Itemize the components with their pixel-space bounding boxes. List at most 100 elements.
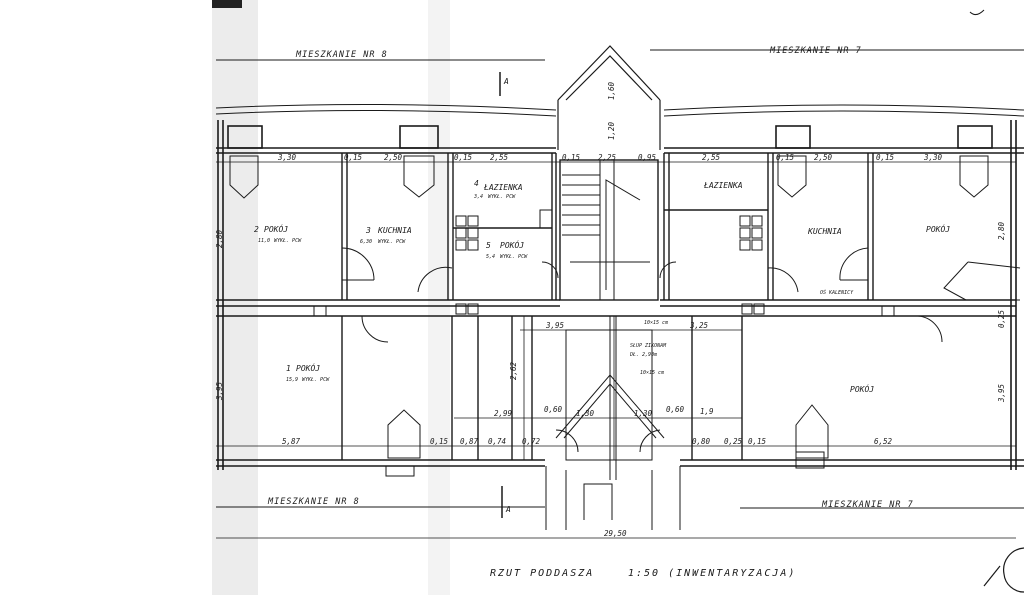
drawing-title: RZUT PODDASZA xyxy=(490,568,594,579)
room-3-number: 3 xyxy=(365,226,371,235)
dim-bottom-9: 6,52 xyxy=(874,437,893,446)
room-3-floor: WYKŁ. PCW xyxy=(378,239,406,245)
dim-mid-1: 3,95 xyxy=(545,321,565,330)
dim-mid-9: 2,62 xyxy=(509,361,518,380)
right-balcony-label: OŚ KALENICY xyxy=(820,289,854,296)
room-4-floor: WYKŁ. PCW xyxy=(488,194,516,200)
dormers-bottom xyxy=(387,404,829,459)
room-5-label: 5 POKÓJ 5,4 WYKŁ. PCW xyxy=(486,239,528,260)
right-bath-label: ŁAZIENKA xyxy=(703,181,743,190)
room-1-name: POKÓJ xyxy=(296,362,320,373)
dim-bottom-8: 0,15 xyxy=(748,437,767,446)
right-room-big-label: POKÓJ xyxy=(850,383,874,394)
header-mieszkanie-7-top: MIESZKANIE NR 7 xyxy=(769,46,862,56)
dim-top-5: 2,55 xyxy=(490,153,509,162)
header-lines xyxy=(216,49,1024,509)
ventilation-shafts xyxy=(313,209,895,477)
room-3-label: 3 KUCHNIA 6,30 WYKŁ. PCW xyxy=(360,226,412,245)
doors xyxy=(341,247,943,453)
dim-right-1: 2,80 xyxy=(997,221,1006,240)
dim-left-2: 3,95 xyxy=(215,381,224,401)
dims-middle: 3,95 3,25 2,99 1,30 1,30 0,60 0,60 1,9 2… xyxy=(494,321,714,418)
note-column: SŁUP ZIKONAM xyxy=(630,343,667,349)
room-2-number: 2 xyxy=(254,225,259,234)
room-4-area: 3,4 xyxy=(473,194,483,200)
room-1-label: 1 POKÓJ 15,9 WYKŁ. PCW xyxy=(286,362,330,383)
exterior-walls xyxy=(216,120,1024,470)
corner-mark xyxy=(969,9,985,16)
right-kitchen-label: KUCHNIA xyxy=(807,227,842,236)
dim-bottom-1: 5,87 xyxy=(282,437,301,446)
room-2-area: 11,0 xyxy=(258,238,270,244)
dim-top-4: 0,15 xyxy=(454,153,473,162)
dim-top-1: 3,30 xyxy=(277,153,297,162)
dim-total: 29,50 xyxy=(604,529,627,538)
dim-mid-3: 2,99 xyxy=(494,409,513,418)
staircase xyxy=(545,159,681,530)
dim-top-3: 2,50 xyxy=(384,153,403,162)
dim-top-13: 3,30 xyxy=(923,153,943,162)
room-2-label: 2 POKÓJ 11,0 WYKŁ. PCW xyxy=(254,223,302,244)
dim-mid-7: 0,60 xyxy=(666,405,685,414)
dim-bottom-6: 0,80 xyxy=(692,437,711,446)
top-eave xyxy=(215,103,1024,117)
section-mark-bottom-label: A xyxy=(505,505,511,514)
room-3-area: 6,30 xyxy=(360,239,372,245)
room-5-name: POKÓJ xyxy=(500,239,524,250)
dim-mid-6: 0,60 xyxy=(544,405,563,414)
dormers-top xyxy=(229,155,989,199)
dim-mid-4: 1,30 xyxy=(576,409,595,418)
header-mieszkanie-7-bottom: MIESZKANIE NR 7 xyxy=(821,500,914,510)
partitions-right xyxy=(663,153,874,460)
dim-top-7: 2,25 xyxy=(598,153,617,162)
note-beam-2: 10×15 cm xyxy=(640,370,664,376)
right-room-top-label: POKÓJ xyxy=(926,223,950,234)
dim-top-2: 0,15 xyxy=(344,153,363,162)
room-2-name: POKÓJ xyxy=(264,223,288,234)
dim-right-2: 3,95 xyxy=(997,383,1006,403)
dim-right-3: 0,25 xyxy=(997,309,1006,328)
dim-top-8: 0,95 xyxy=(638,153,657,162)
scan-edge-mark xyxy=(212,0,242,8)
dim-top-12: 0,15 xyxy=(876,153,895,162)
scan-shadow-band xyxy=(212,0,258,595)
room-5-floor: WYKŁ. PCW xyxy=(500,254,528,260)
dim-mid-2: 3,25 xyxy=(689,321,709,330)
dim-bottom-2: 0,15 xyxy=(430,437,449,446)
dim-top-9: 2,55 xyxy=(702,153,721,162)
room-2-floor: WYKŁ. PCW xyxy=(274,238,302,244)
room-1-floor: WYKŁ. PCW xyxy=(302,377,330,383)
dim-top-10: 0,15 xyxy=(776,153,795,162)
section-mark-top-label: A xyxy=(503,77,509,86)
room-4-name: ŁAZIENKA xyxy=(483,183,523,192)
room-5-area: 5,4 xyxy=(486,254,495,260)
note-column-height: DŁ. 2,90m xyxy=(629,352,657,358)
dim-bottom-7: 0,25 xyxy=(724,437,743,446)
dim-bottom-4: 0,74 xyxy=(488,437,506,446)
dims-bottom-row: 5,87 0,15 0,87 0,74 0,72 0,80 0,25 0,15 … xyxy=(282,437,893,446)
stair-roof-peak xyxy=(557,45,661,150)
scan-fold-band xyxy=(428,0,450,595)
dim-top-6: 0,15 xyxy=(562,153,581,162)
dim-bottom-3: 0,87 xyxy=(460,437,479,446)
note-beam-1: 10×15 cm xyxy=(644,320,668,326)
stamp-fragment xyxy=(983,547,1024,593)
dim-bottom-5: 0,72 xyxy=(522,437,541,446)
room-4-label: 4 ŁAZIENKA 3,4 WYKŁ. PCW xyxy=(473,179,523,200)
dim-top-11: 2,50 xyxy=(814,153,833,162)
header-mieszkanie-8-bottom: MIESZKANIE NR 8 xyxy=(267,497,360,507)
room-5-number: 5 xyxy=(486,241,491,250)
room-3-name: KUCHNIA xyxy=(377,226,412,235)
dim-mid-5: 1,30 xyxy=(634,409,653,418)
room-1-number: 1 xyxy=(286,364,291,373)
right-balcony xyxy=(943,261,1021,301)
roof-truss xyxy=(555,316,665,480)
dim-stair-mid: 1,20 xyxy=(607,121,616,140)
dimension-lines xyxy=(216,161,1016,539)
room-4-number: 4 xyxy=(474,179,479,188)
dims-top-row: 3,30 0,15 2,50 0,15 2,55 0,15 2,25 0,95 … xyxy=(277,153,943,162)
room-1-area: 15,9 xyxy=(286,377,298,383)
dim-mid-8: 1,9 xyxy=(700,407,714,416)
header-mieszkanie-8-top: MIESZKANIE NR 8 xyxy=(295,50,388,60)
